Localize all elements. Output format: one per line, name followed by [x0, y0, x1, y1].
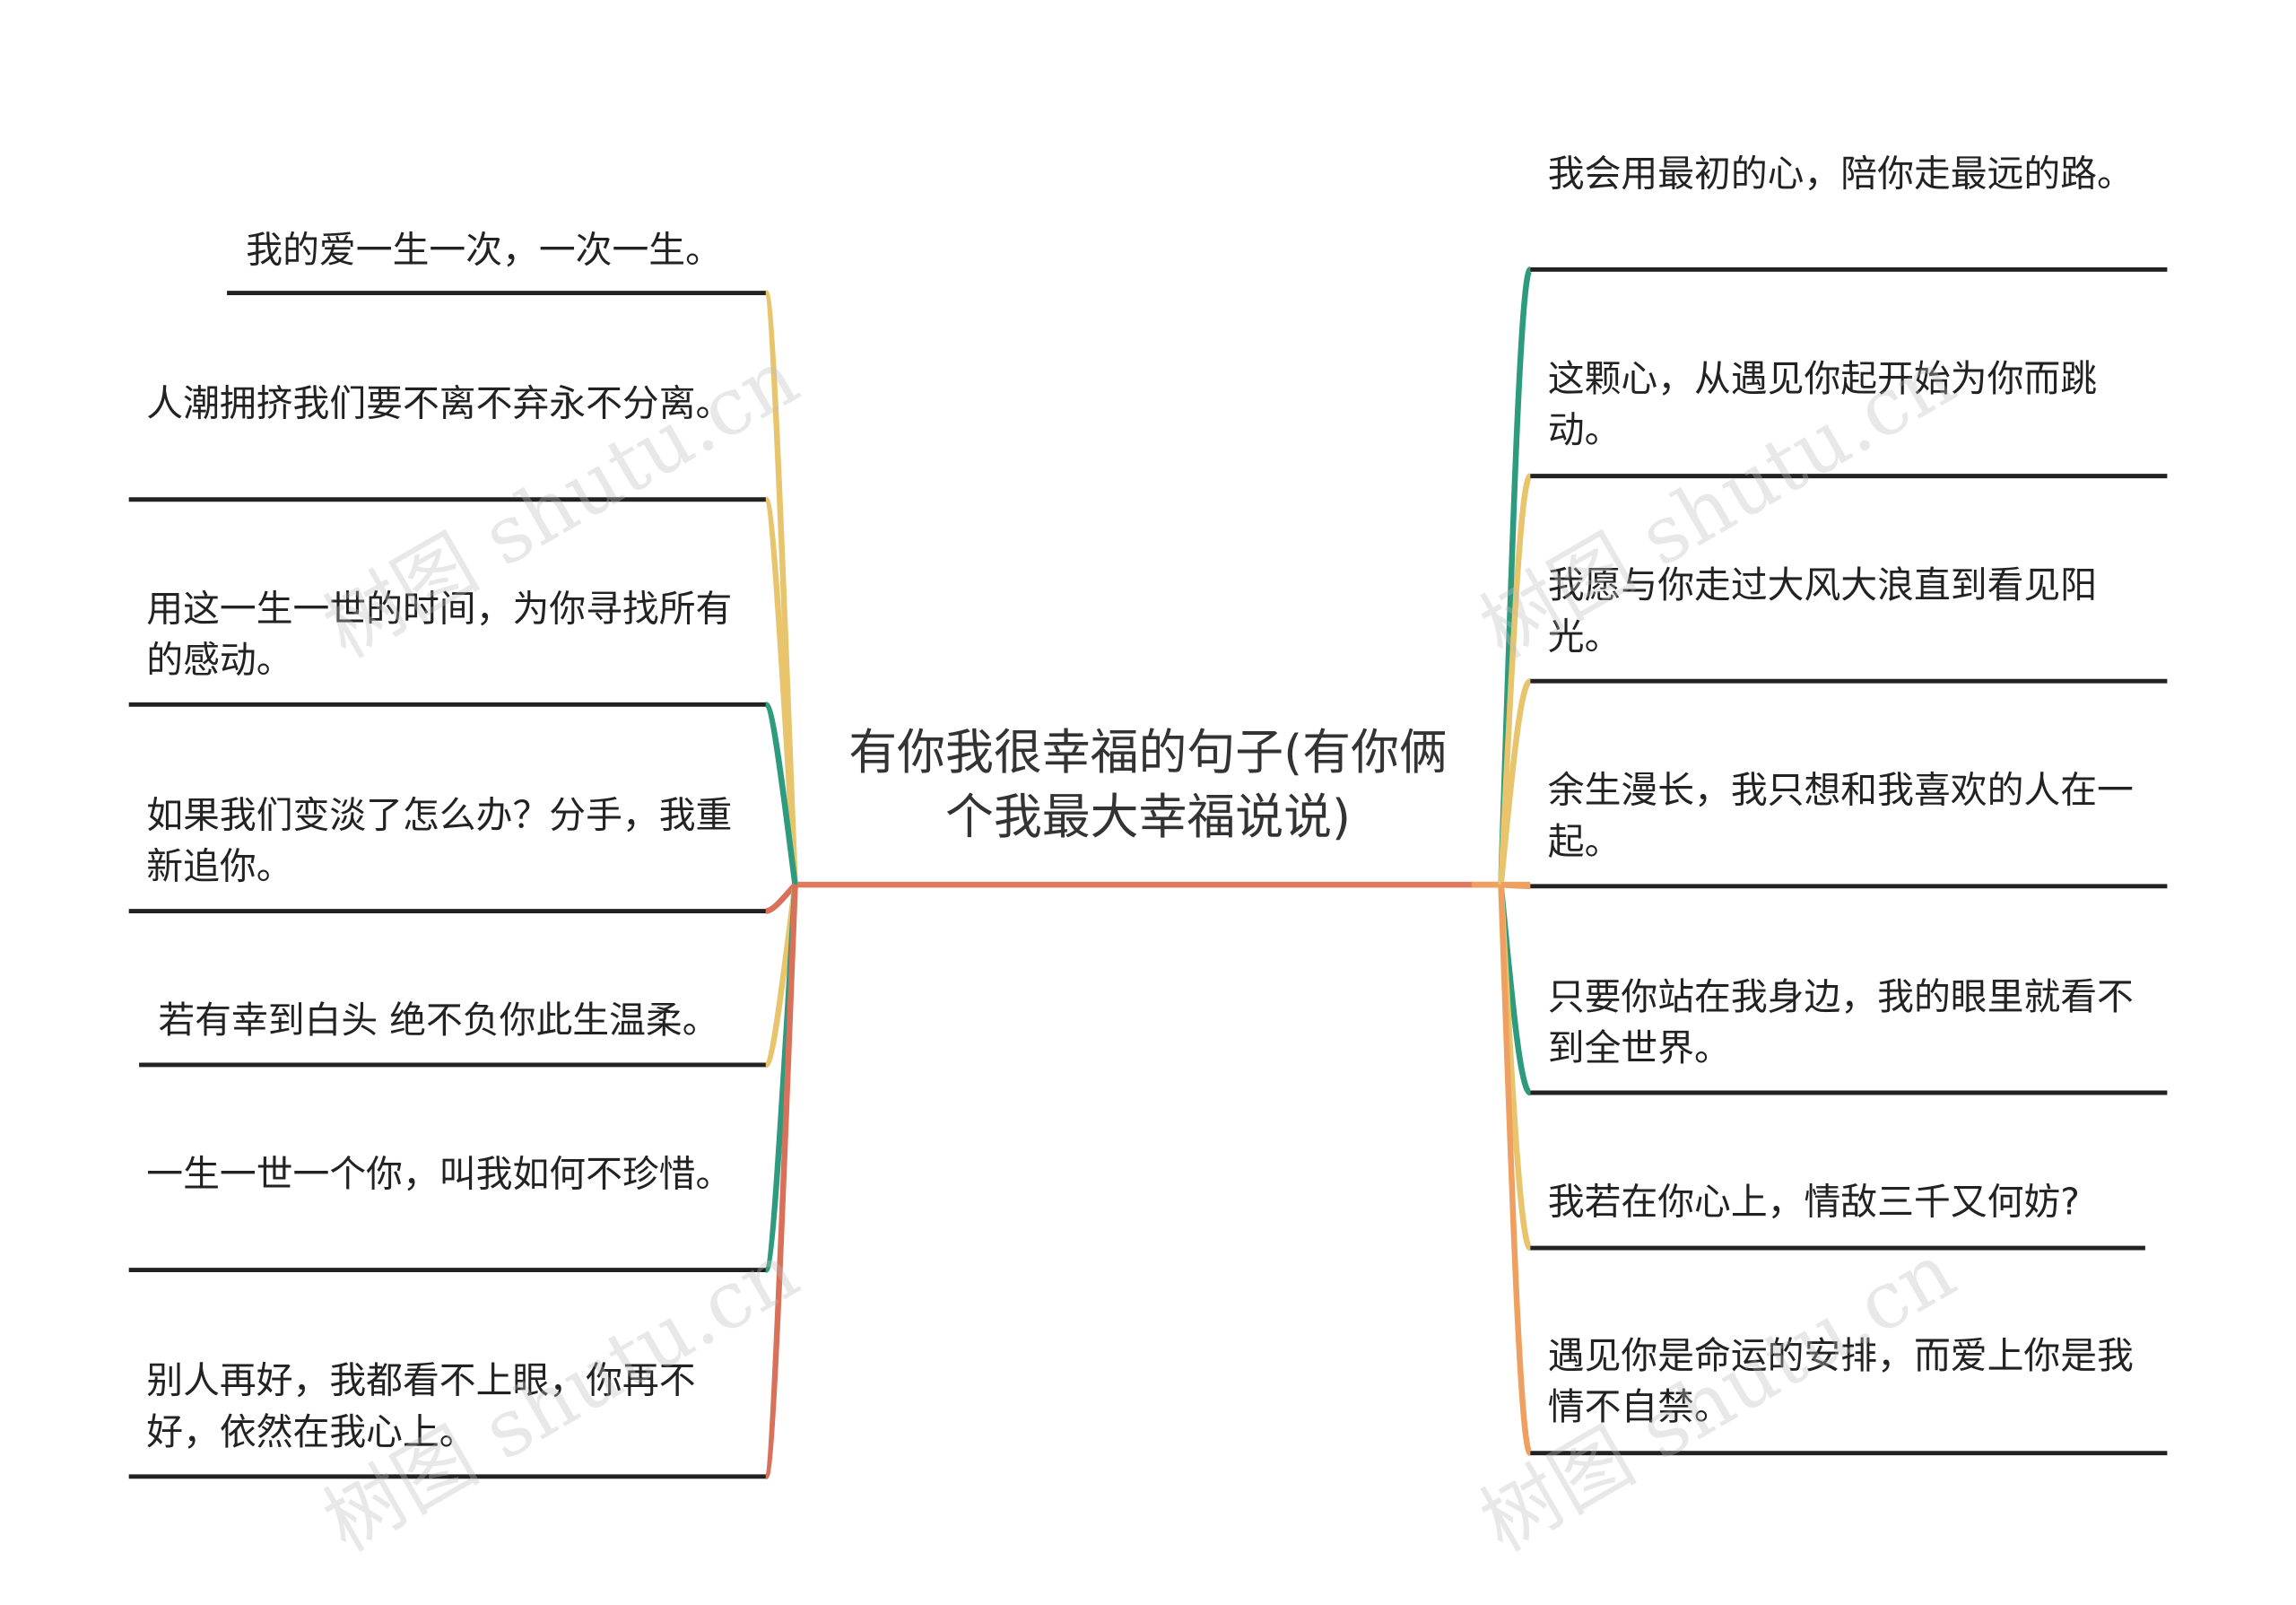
- left-branch-3[interactable]: 用这一生一世的时间，为你寻找所有的感动。: [146, 587, 733, 682]
- left-branch-1[interactable]: 我的爱一生一次，一次一生。: [246, 228, 722, 272]
- left-branch-7[interactable]: 别人再好，我都看不上眼，你再不好，依然在我心上。: [146, 1359, 696, 1453]
- left-branch-4[interactable]: 如果我们变淡了怎么办？分手，我重新追你。: [146, 793, 733, 888]
- right-branch-7[interactable]: 遇见你是命运的安排，而爱上你是我情不自禁。: [1547, 1334, 2134, 1428]
- right-branch-6[interactable]: 我若在你心上，情敌三千又何妨?: [1547, 1180, 2080, 1224]
- left-branch-2[interactable]: 人潮拥挤我们要不离不弃永不分离。: [146, 382, 733, 425]
- left-branch-connector: [762, 702, 798, 885]
- central-topic[interactable]: 有你我很幸福的句子(有你俩个我最大幸福说说): [848, 723, 1448, 846]
- right-branch-2[interactable]: 这颗心，从遇见你起开始为你而跳动。: [1547, 357, 2098, 451]
- left-branch-connector: [762, 496, 798, 885]
- right-branch-connector: [1498, 677, 1532, 885]
- right-branch-3[interactable]: 我愿与你走过大风大浪直到看见阳光。: [1547, 563, 2098, 659]
- right-branch-connector: [1500, 881, 1531, 890]
- right-branch-1[interactable]: 我会用最初的心，陪你走最远的路。: [1547, 152, 2134, 196]
- right-branch-connector: [1498, 885, 1534, 1456]
- right-branch-connector: [1498, 473, 1534, 885]
- left-branch-5[interactable]: 若有幸到白头 绝不负你此生温柔。: [158, 999, 719, 1042]
- right-branch-5[interactable]: 只要你站在我身边，我的眼里就看不到全世界。: [1547, 975, 2134, 1069]
- right-branch-4[interactable]: 余生漫长，我只想和我喜欢的人在一起。: [1547, 769, 2134, 863]
- left-branch-6[interactable]: 一生一世一个你，叫我如何不珍惜。: [146, 1152, 733, 1196]
- left-branch-connector: [762, 885, 798, 1480]
